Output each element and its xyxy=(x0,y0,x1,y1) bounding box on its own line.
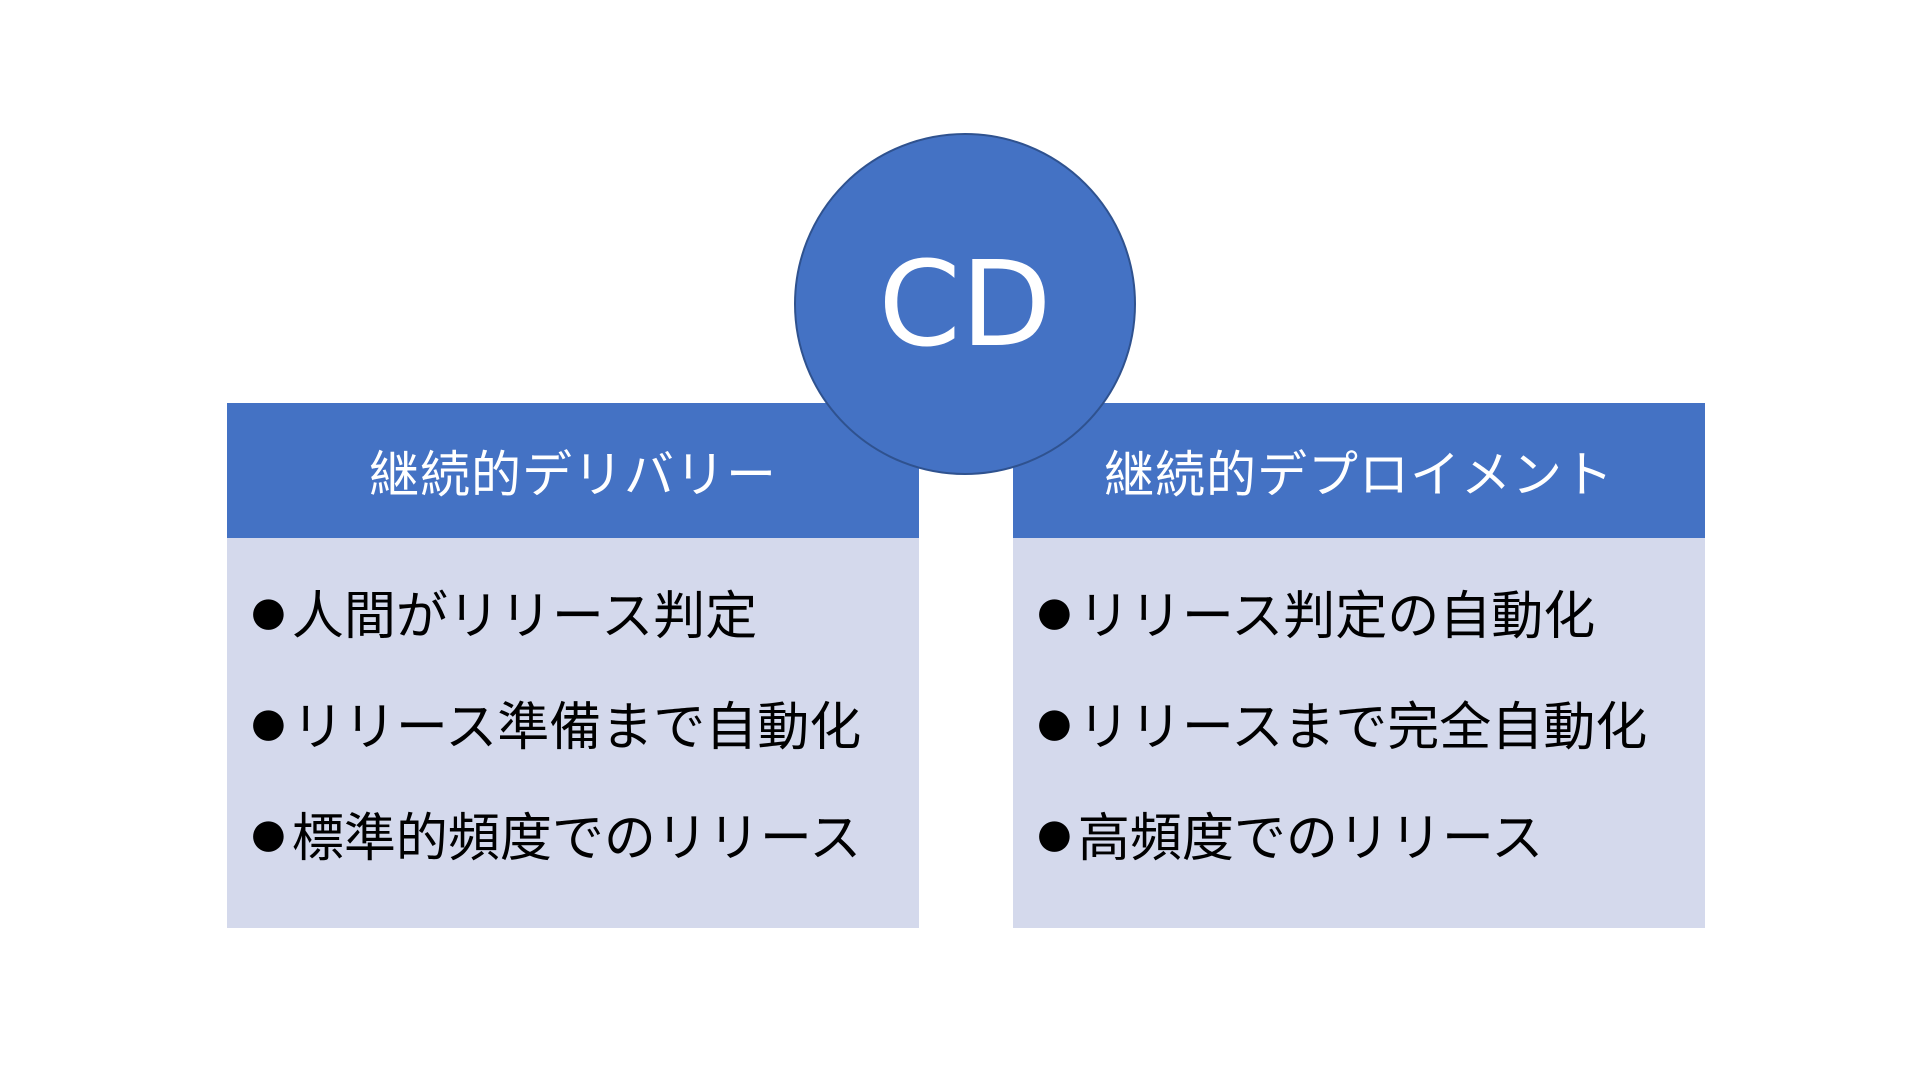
bullet-icon: ● xyxy=(1037,810,1072,857)
list-item: ● 人間がリリース判定 xyxy=(251,556,919,667)
list-item: ● リリースまで完全自動化 xyxy=(1037,667,1705,778)
bullet-icon: ● xyxy=(1037,699,1072,746)
card-continuous-deployment: 継続的デプロイメント ● リリース判定の自動化 ● リリースまで完全自動化 ● … xyxy=(1013,403,1705,928)
card-continuous-delivery: 継続的デリバリー ● 人間がリリース判定 ● リリース準備まで自動化 ● 標準的… xyxy=(227,403,919,928)
list-item-text: リリース判定の自動化 xyxy=(1077,587,1596,647)
list-item: ● 標準的頻度でのリリース xyxy=(251,778,919,889)
bullet-icon: ● xyxy=(251,699,286,746)
cd-circle: CD xyxy=(794,133,1136,475)
list-item: ● リリース準備まで自動化 xyxy=(251,667,919,778)
list-item-text: リリースまで完全自動化 xyxy=(1077,698,1648,758)
cd-label: CD xyxy=(878,235,1052,373)
list-item-text: 人間がリリース判定 xyxy=(291,587,758,647)
list-item: ● リリース判定の自動化 xyxy=(1037,556,1705,667)
card-title: 継続的デリバリー xyxy=(227,403,919,538)
list-item: ● 高頻度でのリリース xyxy=(1037,778,1705,889)
card-title: 継続的デプロイメント xyxy=(1013,403,1705,538)
list-item-text: リリース準備まで自動化 xyxy=(291,698,862,758)
card-body: ● 人間がリリース判定 ● リリース準備まで自動化 ● 標準的頻度でのリリース xyxy=(227,538,919,889)
bullet-icon: ● xyxy=(251,588,286,635)
card-body: ● リリース判定の自動化 ● リリースまで完全自動化 ● 高頻度でのリリース xyxy=(1013,538,1705,889)
bullet-icon: ● xyxy=(1037,588,1072,635)
list-item-text: 標準的頻度でのリリース xyxy=(291,809,862,869)
bullet-icon: ● xyxy=(251,810,286,857)
list-item-text: 高頻度でのリリース xyxy=(1077,809,1544,869)
